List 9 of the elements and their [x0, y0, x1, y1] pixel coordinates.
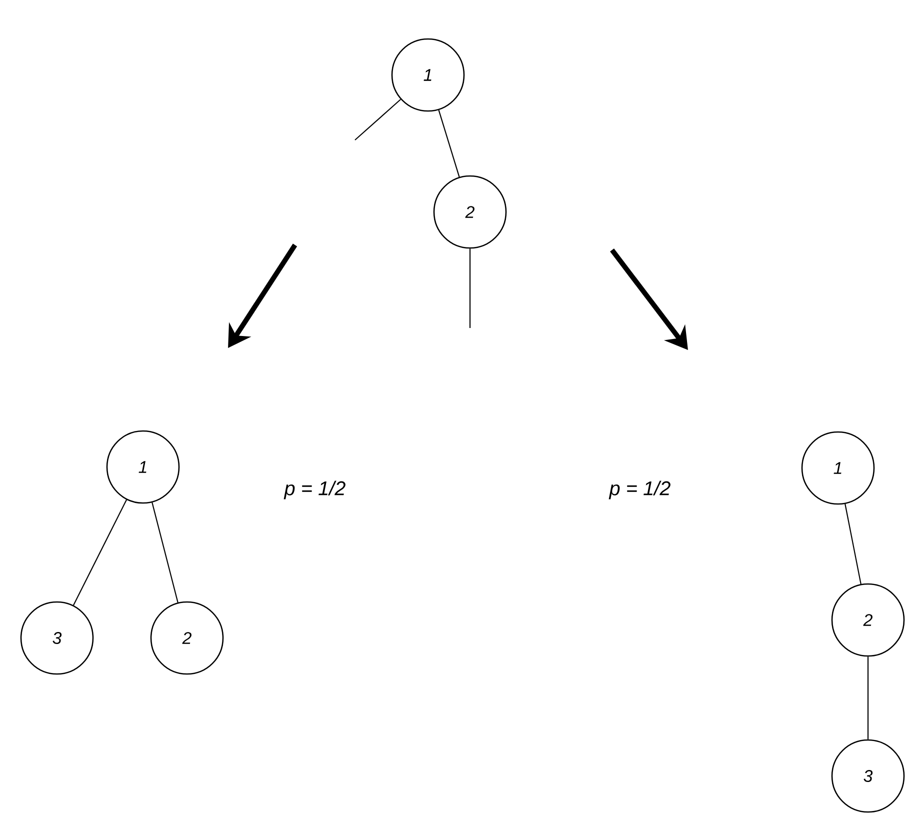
edge-line — [469, 248, 471, 328]
edge-line — [438, 110, 460, 178]
edge-line — [867, 656, 869, 740]
edge-line — [152, 502, 178, 603]
edge-line — [354, 98, 401, 140]
probability-label: p = 1/2 — [284, 480, 346, 500]
edge-line — [844, 504, 862, 584]
edge-line — [72, 500, 128, 606]
probability-label: p = 1/2 — [608, 480, 670, 500]
